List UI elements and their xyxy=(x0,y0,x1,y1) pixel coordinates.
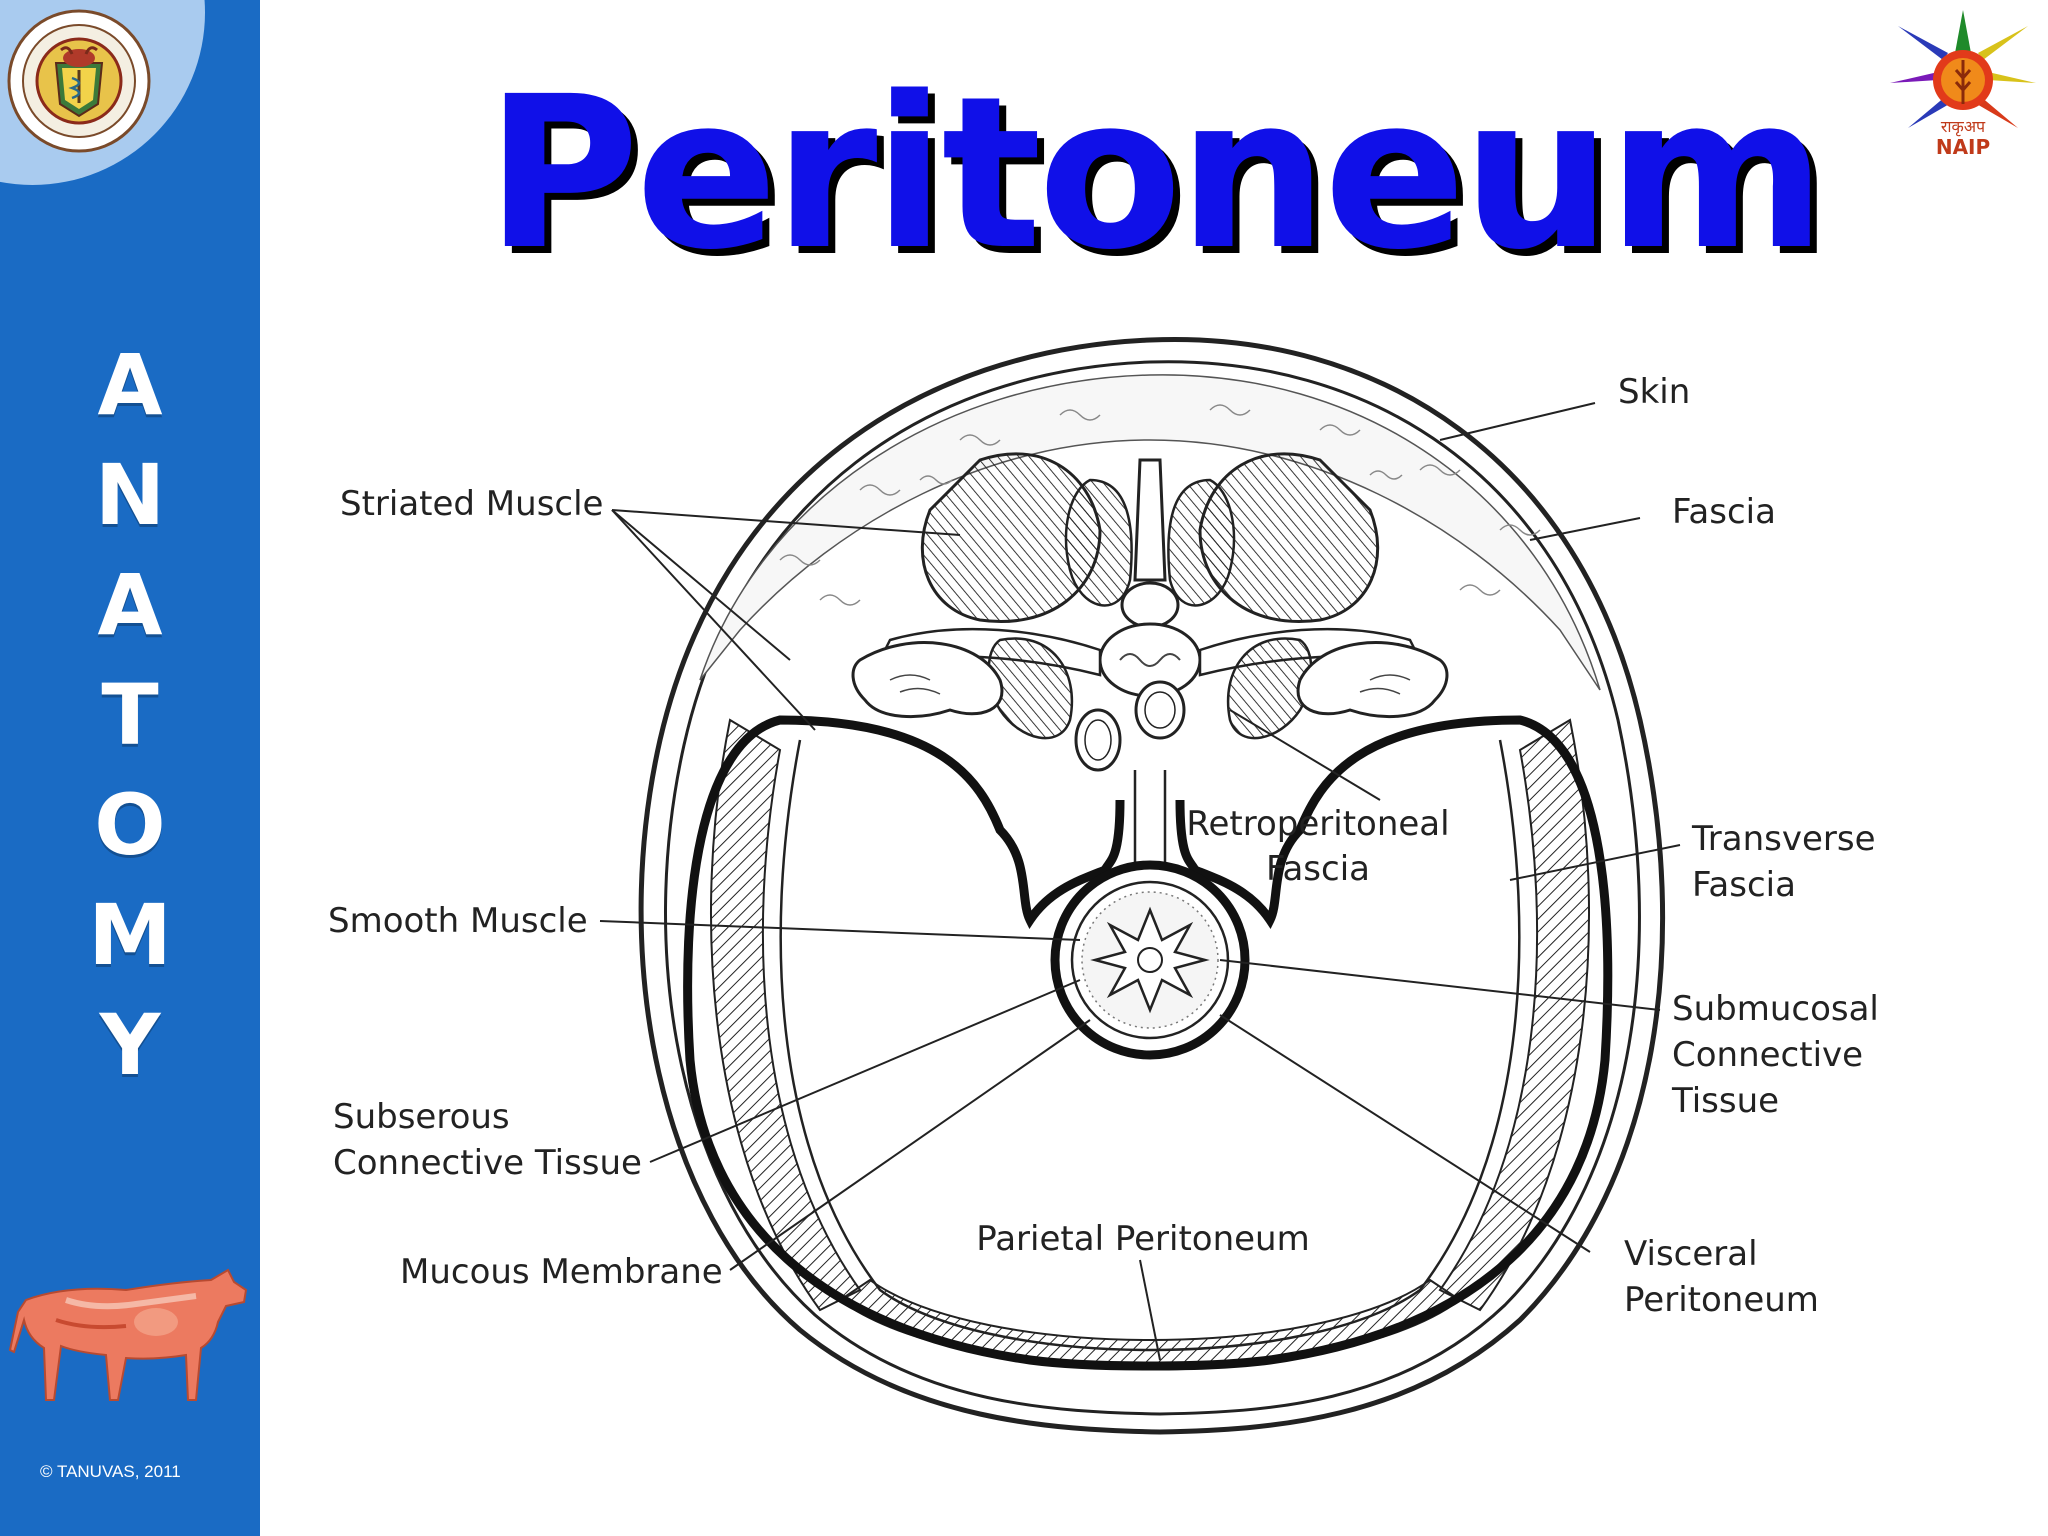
intestine-lumen xyxy=(1137,947,1163,973)
parietal-peritoneum-line xyxy=(683,715,1613,1371)
leader-lines xyxy=(599,402,1681,1361)
sidebar-letter: A xyxy=(97,556,163,654)
vertebral-texture xyxy=(1119,653,1181,667)
label-transverse-fascia-1: Transverse xyxy=(1691,819,1876,859)
label-submucosal-3: Tissue xyxy=(1671,1081,1779,1121)
sidebar-vertical-word: A N A T O M Y xyxy=(70,330,190,1100)
sidebar-letter: N xyxy=(94,446,166,544)
label-transverse-fascia-2: Fascia xyxy=(1692,865,1796,905)
label-subserous-1: Subserous xyxy=(333,1097,510,1137)
label-retroperitoneal-fascia-2: Fascia xyxy=(1266,849,1370,889)
label-fascia: Fascia xyxy=(1672,492,1776,532)
naip-text: NAIP xyxy=(1936,135,1990,159)
abdominal-wall-muscle-band-right xyxy=(1438,718,1591,1312)
sidebar-letter: O xyxy=(94,776,166,874)
label-skin: Skin xyxy=(1618,372,1690,412)
naip-logo: राकृअप NAIP xyxy=(1890,10,2036,159)
peritoneum-cross-section-diagram: Skin Fascia Striated Muscle Retroperiton… xyxy=(328,336,1879,1435)
copyright-text: © TANUVAS, 2011 xyxy=(40,1462,181,1481)
aorta xyxy=(1134,680,1186,740)
sidebar: A N A T O M Y © TANUVAS, 2011 xyxy=(0,0,260,1536)
cow-illustration xyxy=(8,1268,248,1401)
spinous-process xyxy=(1133,458,1167,582)
sidebar-letter: Y xyxy=(99,996,161,1094)
label-retroperitoneal-fascia-1: Retroperitoneal xyxy=(1186,804,1449,844)
label-subserous-2: Connective Tissue xyxy=(333,1143,642,1183)
vena-cava-lumen xyxy=(1084,719,1112,761)
multifidus-left xyxy=(1064,478,1133,607)
transverse-fascia-line xyxy=(779,739,1521,1352)
slide-title: Peritoneum xyxy=(485,51,1827,296)
spinal-canal xyxy=(1120,581,1180,629)
sidebar-letter: T xyxy=(101,666,159,764)
epaxial-muscle-right xyxy=(1198,452,1380,623)
label-visceral-peritoneum-1: Visceral xyxy=(1624,1234,1758,1274)
multifidus-right xyxy=(1167,478,1236,607)
university-seal-logo xyxy=(7,9,151,153)
label-submucosal-1: Submucosal xyxy=(1672,989,1879,1029)
naip-hindi-text: राकृअप xyxy=(1941,117,1986,137)
connective-tissue-squiggles xyxy=(779,404,1541,606)
aorta-lumen xyxy=(1144,691,1176,729)
sidebar-letter: A xyxy=(97,336,163,434)
label-visceral-peritoneum-2: Peritoneum xyxy=(1624,1280,1819,1320)
label-parietal-peritoneum: Parietal Peritoneum xyxy=(976,1219,1309,1259)
fascia-ring xyxy=(664,360,1641,1416)
label-mucous-membrane: Mucous Membrane xyxy=(400,1252,723,1292)
label-submucosal-2: Connective xyxy=(1672,1035,1863,1075)
kidney-texture xyxy=(889,674,1411,695)
sidebar-letter: M xyxy=(88,886,172,984)
label-smooth-muscle: Smooth Muscle xyxy=(328,901,588,941)
label-striated-muscle: Striated Muscle xyxy=(340,484,603,524)
vena-cava xyxy=(1074,708,1122,772)
epaxial-muscle-left xyxy=(920,452,1102,623)
